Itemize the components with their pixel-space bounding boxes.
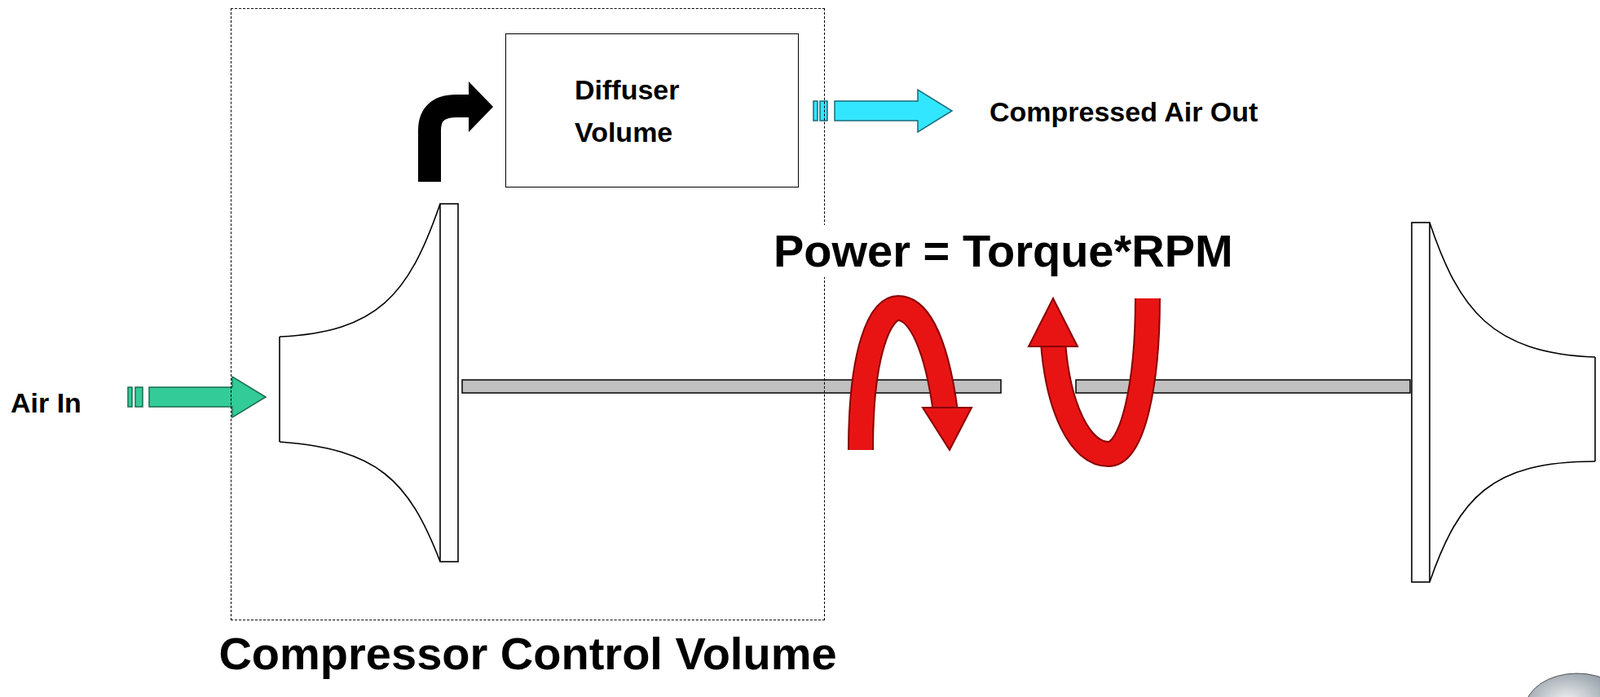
inlet-label: Air In	[10, 387, 82, 419]
compressor-impeller	[279, 203, 459, 562]
diffuser-box: Diffuser Volume	[505, 33, 799, 188]
impeller-profile	[279, 203, 441, 337]
outlet-label: Compressed Air Out	[989, 96, 1258, 128]
turbine-disk	[1411, 222, 1430, 582]
control-volume: Compressor Control VolumeDiffuser Volume	[230, 8, 825, 621]
power-equation: Power = Torque*RPM	[770, 224, 1237, 278]
arrow-tick	[135, 387, 143, 407]
turbine-profile	[1429, 461, 1596, 582]
turbine-outlet	[1594, 357, 1596, 462]
arrow-outline	[860, 308, 946, 450]
arrow-shaft	[429, 105, 472, 182]
box-label: Diffuser Volume	[574, 68, 714, 154]
arrow-head	[922, 407, 972, 450]
air-out-arrow	[813, 89, 953, 133]
arrow-outline	[1053, 298, 1148, 454]
arrow-head	[1028, 298, 1078, 347]
arrow-ribbon	[1053, 298, 1148, 454]
flow-turn-arrow	[429, 81, 494, 182]
arrow-head	[468, 81, 494, 133]
torque-arrow	[1028, 298, 1148, 454]
torque-arrow	[860, 308, 972, 450]
logo	[1525, 673, 1600, 697]
arrow-tick	[813, 101, 818, 121]
arrow-tick	[819, 101, 828, 121]
air-in-arrow	[127, 376, 266, 418]
arrow-body	[834, 89, 953, 133]
arrow-tick	[127, 387, 133, 407]
arrow-ribbon	[860, 308, 946, 450]
turbine-profile	[1429, 222, 1596, 358]
impeller-profile	[279, 441, 441, 562]
impeller-disk	[440, 203, 459, 562]
region-title: Compressor Control Volume	[218, 627, 837, 680]
arrow-body	[149, 376, 266, 418]
compressor-shaft	[462, 379, 1001, 393]
turbine-wheel	[1411, 222, 1596, 582]
turbine-shaft	[1075, 379, 1411, 393]
impeller-inlet	[278, 336, 281, 442]
